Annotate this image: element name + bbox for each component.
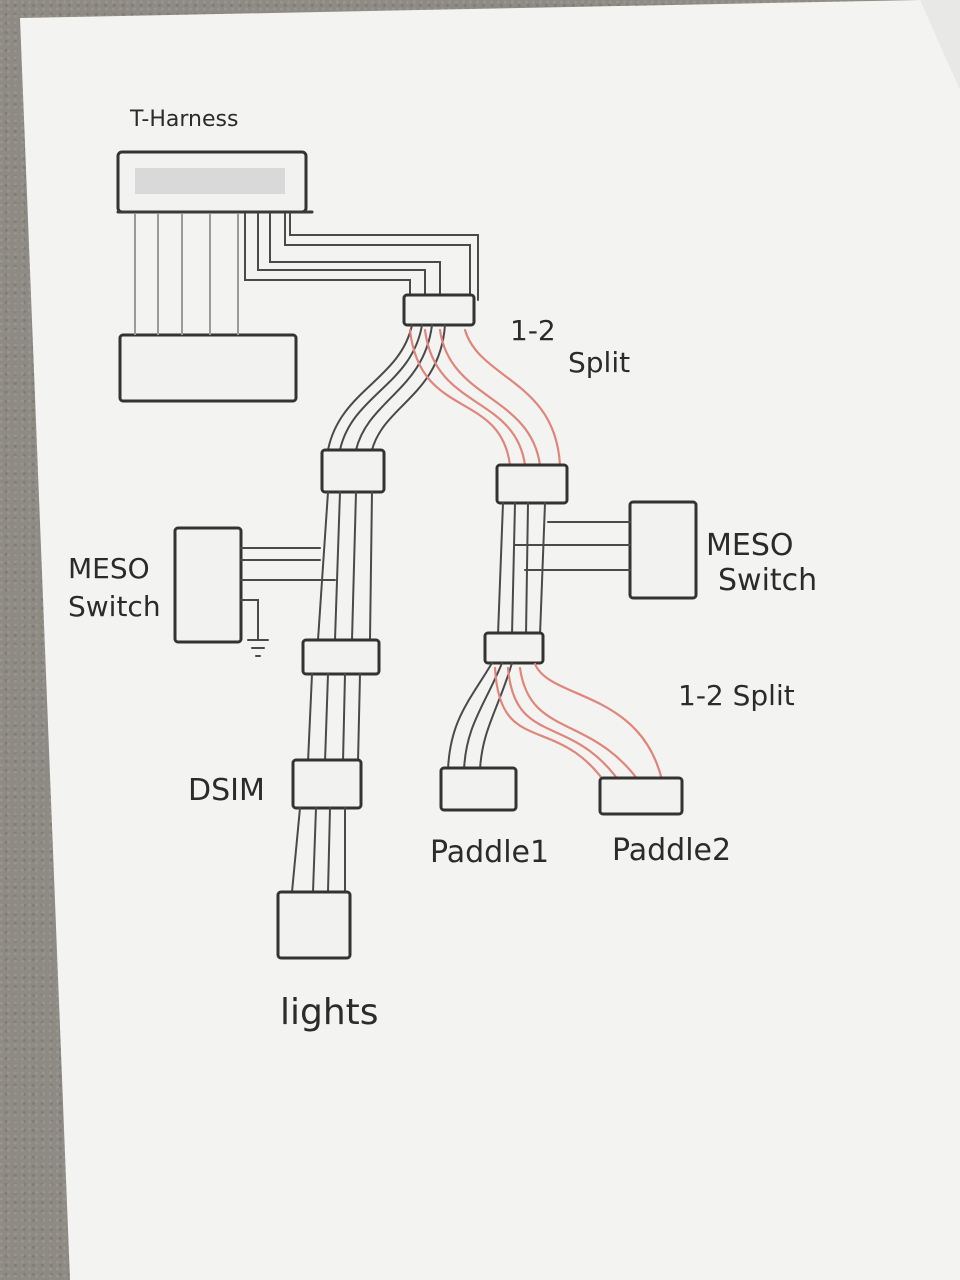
- meso-switch-left: [173, 526, 336, 657]
- red-wires-right-branch: [408, 328, 562, 467]
- dsim-module: [291, 758, 363, 810]
- label-t-harness: T-Harness: [129, 107, 238, 132]
- lights-connector: [276, 890, 352, 960]
- label-paddle1: Paddle1: [430, 835, 549, 870]
- trunk-connector-right: [495, 463, 569, 505]
- t-harness: [116, 150, 479, 403]
- label-split-top-line1: 1-2: [510, 314, 556, 347]
- meso-switch-right: [514, 500, 698, 600]
- label-split-bottom: 1-2 Split: [678, 679, 795, 712]
- label-meso-left-line1: MESO: [68, 552, 150, 585]
- label-meso-right-line2: Switch: [718, 563, 817, 598]
- connector-mid-left: [301, 638, 381, 676]
- split-connector-bottom: [483, 631, 545, 665]
- paddle1-connector: [439, 766, 518, 812]
- label-meso-right-line1: MESO: [706, 528, 794, 563]
- paddle2-connector: [598, 776, 684, 816]
- label-meso-left-line2: Switch: [68, 590, 161, 623]
- label-paddle2: Paddle2: [612, 833, 731, 868]
- label-split-top-line2: Split: [568, 346, 630, 379]
- label-lights: lights: [280, 992, 379, 1033]
- split-connector-top: [402, 293, 476, 327]
- label-dsim: DSIM: [188, 773, 265, 808]
- trunk-connector-left: [320, 448, 386, 494]
